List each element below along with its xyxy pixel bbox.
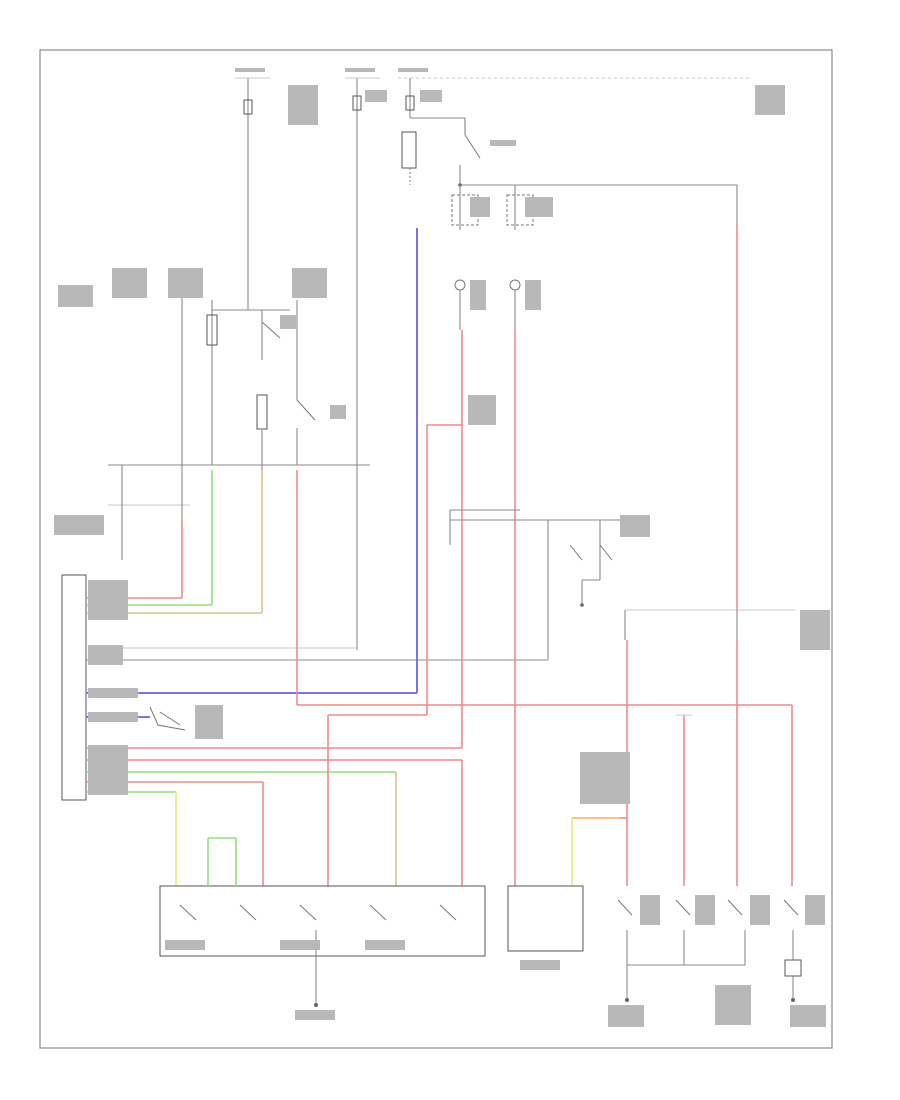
bottom-right-switches <box>617 899 802 1002</box>
diode-symbol <box>149 706 186 731</box>
left-block-wires <box>86 228 549 886</box>
top-fuse-feeds <box>235 77 750 465</box>
lamp-elements <box>454 279 521 330</box>
label-marks <box>54 68 830 1027</box>
diagram-frame <box>39 49 833 1049</box>
center-bottom-box <box>507 885 584 952</box>
bottom-switch-box <box>159 837 486 1007</box>
left-connector-block <box>61 574 87 801</box>
right-relay-block <box>624 609 795 886</box>
top-relay <box>401 117 481 185</box>
left-relay-section <box>181 289 316 465</box>
center-relay <box>449 509 620 607</box>
